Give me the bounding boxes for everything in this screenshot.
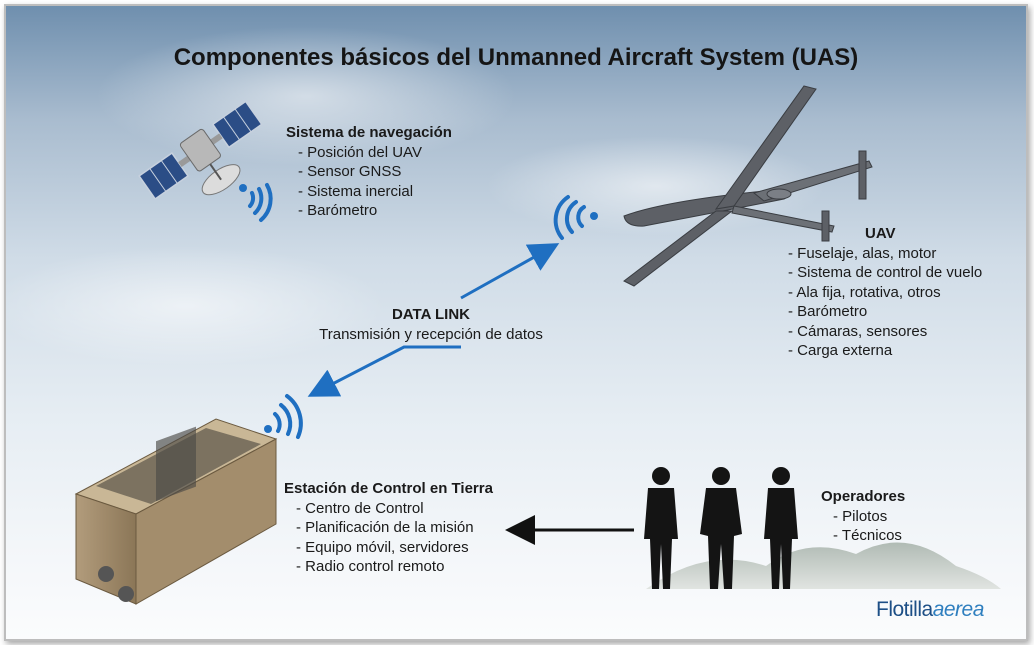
- signal-icon: [553, 195, 598, 240]
- page-title: Componentes básicos del Unmanned Aircraf…: [173, 44, 859, 71]
- signal-icon: [264, 394, 303, 439]
- drone-icon: [623, 85, 873, 287]
- brand-logo: Flotillaaerea: [876, 598, 984, 622]
- ground-station-block: Estación de Control en Tierra Centro de …: [284, 479, 493, 577]
- operators-item: Técnicos: [833, 526, 905, 546]
- uav-block: UAV Fuselaje, alas, motor Sistema de con…: [776, 224, 982, 361]
- satellite-icon: [138, 100, 263, 200]
- uav-item: Sistema de control de vuelo: [788, 263, 982, 283]
- ground-station-item: Centro de Control: [296, 499, 493, 519]
- data-link-heading: DATA LINK: [391, 306, 471, 323]
- uav-item: Barómetro: [788, 302, 982, 322]
- ground-station-heading: Estación de Control en Tierra: [284, 480, 493, 497]
- ground-station-icon: [74, 418, 278, 605]
- navigation-item: Sensor GNSS: [298, 162, 452, 182]
- operators-item: Pilotos: [833, 507, 905, 527]
- data-link-arrow-up: [460, 243, 560, 300]
- navigation-item: Sistema inercial: [298, 182, 452, 202]
- signal-icon: [239, 183, 273, 222]
- navigation-item: Posición del UAV: [298, 143, 452, 163]
- operators-icon: [644, 467, 798, 589]
- ground-station-item: Equipo móvil, servidores: [296, 538, 493, 558]
- uav-item: Cámaras, sensores: [788, 322, 982, 342]
- ground-station-item: Radio control remoto: [296, 557, 493, 577]
- ground-station-item: Planificación de la misión: [296, 518, 493, 538]
- uav-heading: UAV: [865, 225, 896, 242]
- uav-item: Fuselaje, alas, motor: [788, 244, 982, 264]
- navigation-heading: Sistema de navegación: [286, 124, 452, 141]
- data-link-block: DATA LINK Transmisión y recepción de dat…: [306, 305, 556, 344]
- brand-name: Flotilla: [876, 598, 933, 621]
- diagram-frame: Componentes básicos del Unmanned Aircraf…: [4, 4, 1028, 641]
- uav-item: Carga externa: [788, 341, 982, 361]
- operators-block: Operadores Pilotos Técnicos: [821, 487, 905, 546]
- brand-name-suffix: aerea: [932, 598, 985, 621]
- uav-item: Ala fija, rotativa, otros: [788, 283, 982, 303]
- hills-illustration: [646, 542, 1001, 589]
- navigation-item: Barómetro: [298, 201, 452, 221]
- operators-heading: Operadores: [821, 488, 906, 505]
- connector-layer: [239, 183, 634, 545]
- navigation-block: Sistema de navegación Posición del UAV S…: [286, 123, 452, 221]
- data-link-subtitle: Transmisión y recepción de datos: [319, 325, 543, 343]
- data-link-arrow-down: [307, 345, 461, 397]
